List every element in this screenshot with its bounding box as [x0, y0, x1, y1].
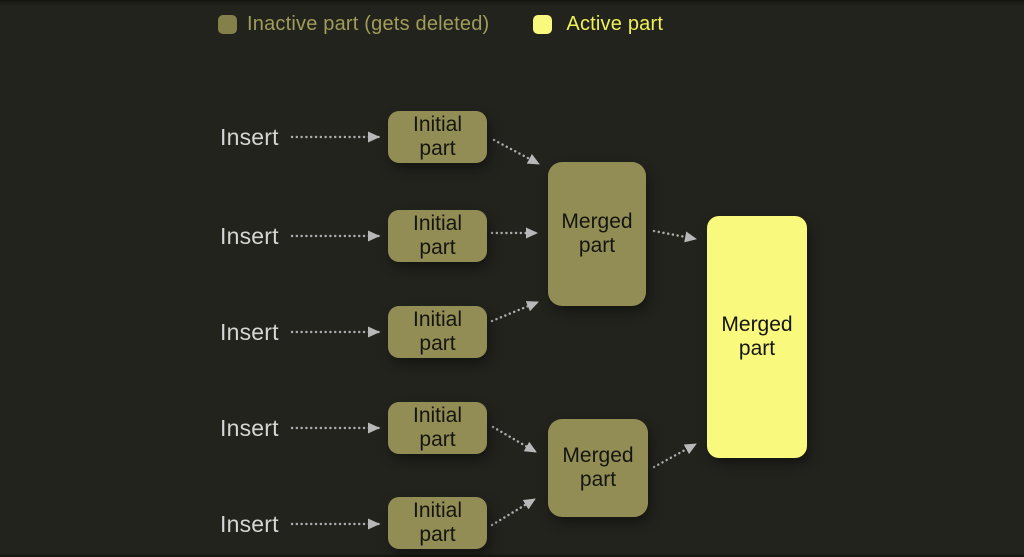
- merged-part-box-final: Merged part: [707, 216, 807, 458]
- initial-part-label: Initial part: [412, 212, 463, 259]
- initial-part-box-3: Initial part: [388, 306, 487, 358]
- top-edge-shadow: [0, 0, 1024, 6]
- insert-label-2: Insert: [220, 222, 279, 249]
- active-part-swatch-icon: [533, 14, 553, 34]
- merged-part-box-2: Merged part: [548, 419, 648, 517]
- arrow-merged1-to-final: [652, 229, 698, 243]
- merged-part-label: Merged part: [561, 210, 633, 257]
- initial-part-box-1: Initial part: [388, 111, 487, 163]
- insert-label-1: Insert: [220, 123, 279, 150]
- arrow-initial4-to-merged2: [491, 425, 538, 454]
- insert-label-3: Insert: [220, 318, 279, 345]
- inactive-part-swatch-icon: [218, 14, 237, 34]
- initial-part-label: Initial part: [412, 308, 463, 355]
- initial-part-box-5: Initial part: [388, 497, 487, 549]
- arrow-initial1-to-merged1: [492, 138, 541, 166]
- arrow-merged2-to-final: [652, 442, 698, 469]
- legend-inactive-label: Inactive part (gets deleted): [247, 12, 490, 35]
- insert-label-5: Insert: [220, 510, 279, 537]
- initial-part-label: Initial part: [412, 113, 463, 160]
- legend-active-label: Active part: [566, 12, 664, 35]
- bottom-edge-shadow: [0, 553, 1024, 557]
- merged-part-box-1: Merged part: [548, 162, 646, 306]
- arrow-initial5-to-merged2: [490, 497, 537, 527]
- initial-part-box-2: Initial part: [388, 210, 487, 262]
- initial-part-label: Initial part: [412, 499, 463, 546]
- initial-part-label: Initial part: [412, 404, 463, 451]
- legend: Inactive part (gets deleted) Active part: [218, 10, 663, 38]
- merged-part-label: Merged part: [562, 444, 634, 491]
- insert-label-4: Insert: [220, 414, 279, 441]
- arrow-initial3-to-merged1: [490, 300, 540, 323]
- initial-part-box-4: Initial part: [388, 402, 487, 454]
- merged-part-label: Merged part: [721, 313, 793, 360]
